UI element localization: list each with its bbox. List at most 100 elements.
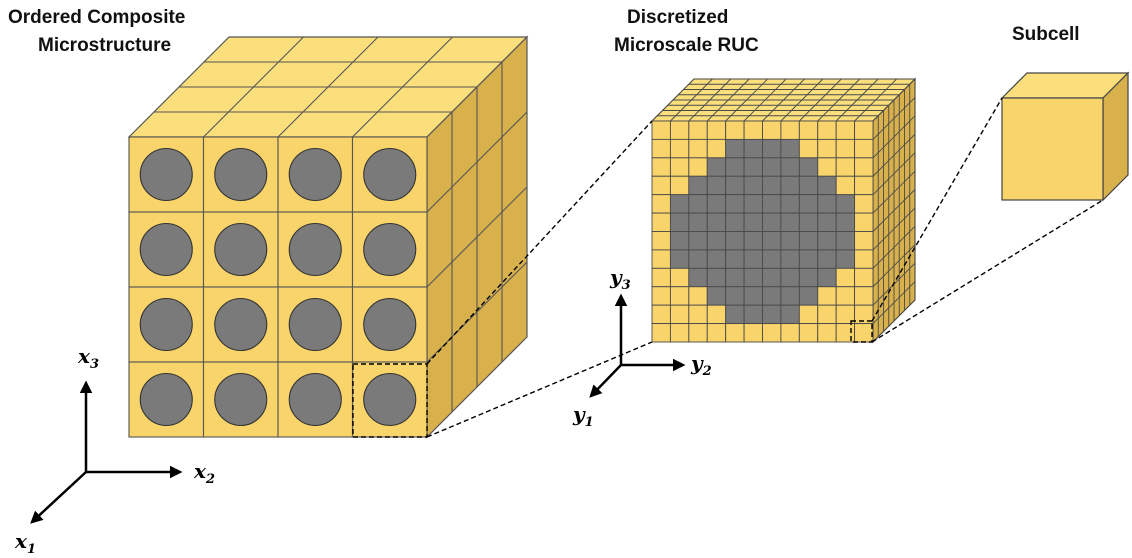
fiber-subcell <box>725 249 745 269</box>
matrix-subcell <box>706 138 727 159</box>
micro-axes <box>589 293 686 398</box>
fiber-subcell <box>669 249 690 269</box>
fiber-subcell <box>817 194 837 214</box>
microstructure-cube <box>127 35 529 439</box>
fiber-circle <box>139 222 193 277</box>
matrix-subcell <box>835 175 856 196</box>
fiber-subcell <box>798 286 819 306</box>
ruc-cube <box>650 77 917 344</box>
fiber-circle <box>363 372 417 427</box>
y2-axis-label: y2 <box>690 351 712 379</box>
fiber-subcell <box>725 194 745 214</box>
matrix-subcell <box>854 194 874 214</box>
matrix-subcell <box>835 323 856 343</box>
x1-axis-label: x1 <box>14 529 36 557</box>
subcell-zoom-line-upper <box>871 97 1003 322</box>
fiber-subcell <box>780 304 800 325</box>
matrix-subcell <box>651 157 671 177</box>
fiber-subcell <box>762 231 782 251</box>
matrix-subcell <box>669 138 690 159</box>
matrix-subcell <box>669 175 690 196</box>
matrix-subcell <box>854 212 874 232</box>
fiber-circle <box>214 147 268 202</box>
fiber-subcell <box>780 286 800 306</box>
fiber-subcell <box>669 212 690 232</box>
fiber-subcell <box>743 138 763 159</box>
fiber-subcell <box>798 157 819 177</box>
matrix-subcell <box>762 120 782 140</box>
fiber-subcell <box>743 286 763 306</box>
fiber-circle <box>288 372 342 427</box>
fiber-subcell <box>817 175 837 196</box>
fiber-circle <box>363 222 417 277</box>
fiber-subcell <box>780 212 800 232</box>
fiber-subcell <box>817 231 837 251</box>
fiber-subcell <box>743 304 763 325</box>
fiber-circle <box>288 297 342 352</box>
subcell-zoom-line-lower <box>871 199 1104 343</box>
microstructure-title-line2: Microstructure <box>38 35 171 56</box>
fiber-subcell <box>688 175 708 196</box>
fiber-subcell <box>780 231 800 251</box>
fiber-subcell <box>706 157 727 177</box>
fiber-subcell <box>762 138 782 159</box>
fiber-subcell <box>688 231 708 251</box>
fiber-subcell <box>743 231 763 251</box>
fiber-subcell <box>817 267 837 288</box>
matrix-subcell <box>817 157 837 177</box>
fiber-subcell <box>817 249 837 269</box>
x3-axis-label: x3 <box>77 344 99 372</box>
fiber-subcell <box>835 194 856 214</box>
matrix-subcell <box>854 267 874 288</box>
fiber-subcell <box>743 194 763 214</box>
matrix-subcell <box>762 323 782 343</box>
fiber-circle <box>139 297 193 352</box>
fiber-subcell <box>835 231 856 251</box>
fiber-subcell <box>798 194 819 214</box>
x1-axis-arrow <box>30 471 87 524</box>
fiber-subcell <box>743 157 763 177</box>
matrix-subcell <box>835 267 856 288</box>
matrix-subcell <box>688 120 708 140</box>
matrix-subcell <box>817 323 837 343</box>
fiber-subcell <box>706 212 727 232</box>
fiber-subcell <box>688 249 708 269</box>
fiber-subcell <box>688 267 708 288</box>
matrix-subcell <box>651 249 671 269</box>
fiber-subcell <box>762 175 782 196</box>
fiber-subcell <box>780 157 800 177</box>
fiber-circle <box>288 222 342 277</box>
matrix-subcell <box>651 120 671 140</box>
matrix-subcell <box>688 304 708 325</box>
fiber-subcell <box>706 231 727 251</box>
fiber-subcell <box>743 249 763 269</box>
matrix-subcell <box>651 194 671 214</box>
fiber-subcell <box>706 267 727 288</box>
matrix-subcell <box>651 323 671 343</box>
fiber-subcell <box>688 212 708 232</box>
fiber-subcell <box>706 194 727 214</box>
fiber-subcell <box>725 175 745 196</box>
fiber-subcell <box>688 194 708 214</box>
matrix-subcell <box>688 323 708 343</box>
zoom-connectors <box>352 97 1104 438</box>
fiber-subcell <box>706 175 727 196</box>
fiber-circle <box>363 147 417 202</box>
matrix-subcell <box>835 157 856 177</box>
fiber-subcell <box>725 267 745 288</box>
fiber-circle <box>214 297 268 352</box>
fiber-subcell <box>817 212 837 232</box>
fiber-subcell <box>706 286 727 306</box>
fiber-circle <box>139 147 193 202</box>
matrix-subcell <box>669 323 690 343</box>
fiber-circle <box>288 147 342 202</box>
matrix-subcell <box>854 249 874 269</box>
matrix-subcell <box>835 286 856 306</box>
matrix-subcell <box>817 304 837 325</box>
fiber-subcell <box>706 249 727 269</box>
y3-axis-label: y3 <box>609 265 631 293</box>
selected-subcell-outline <box>850 320 873 343</box>
y1-axis-arrow <box>589 364 622 398</box>
fiber-subcell <box>798 249 819 269</box>
